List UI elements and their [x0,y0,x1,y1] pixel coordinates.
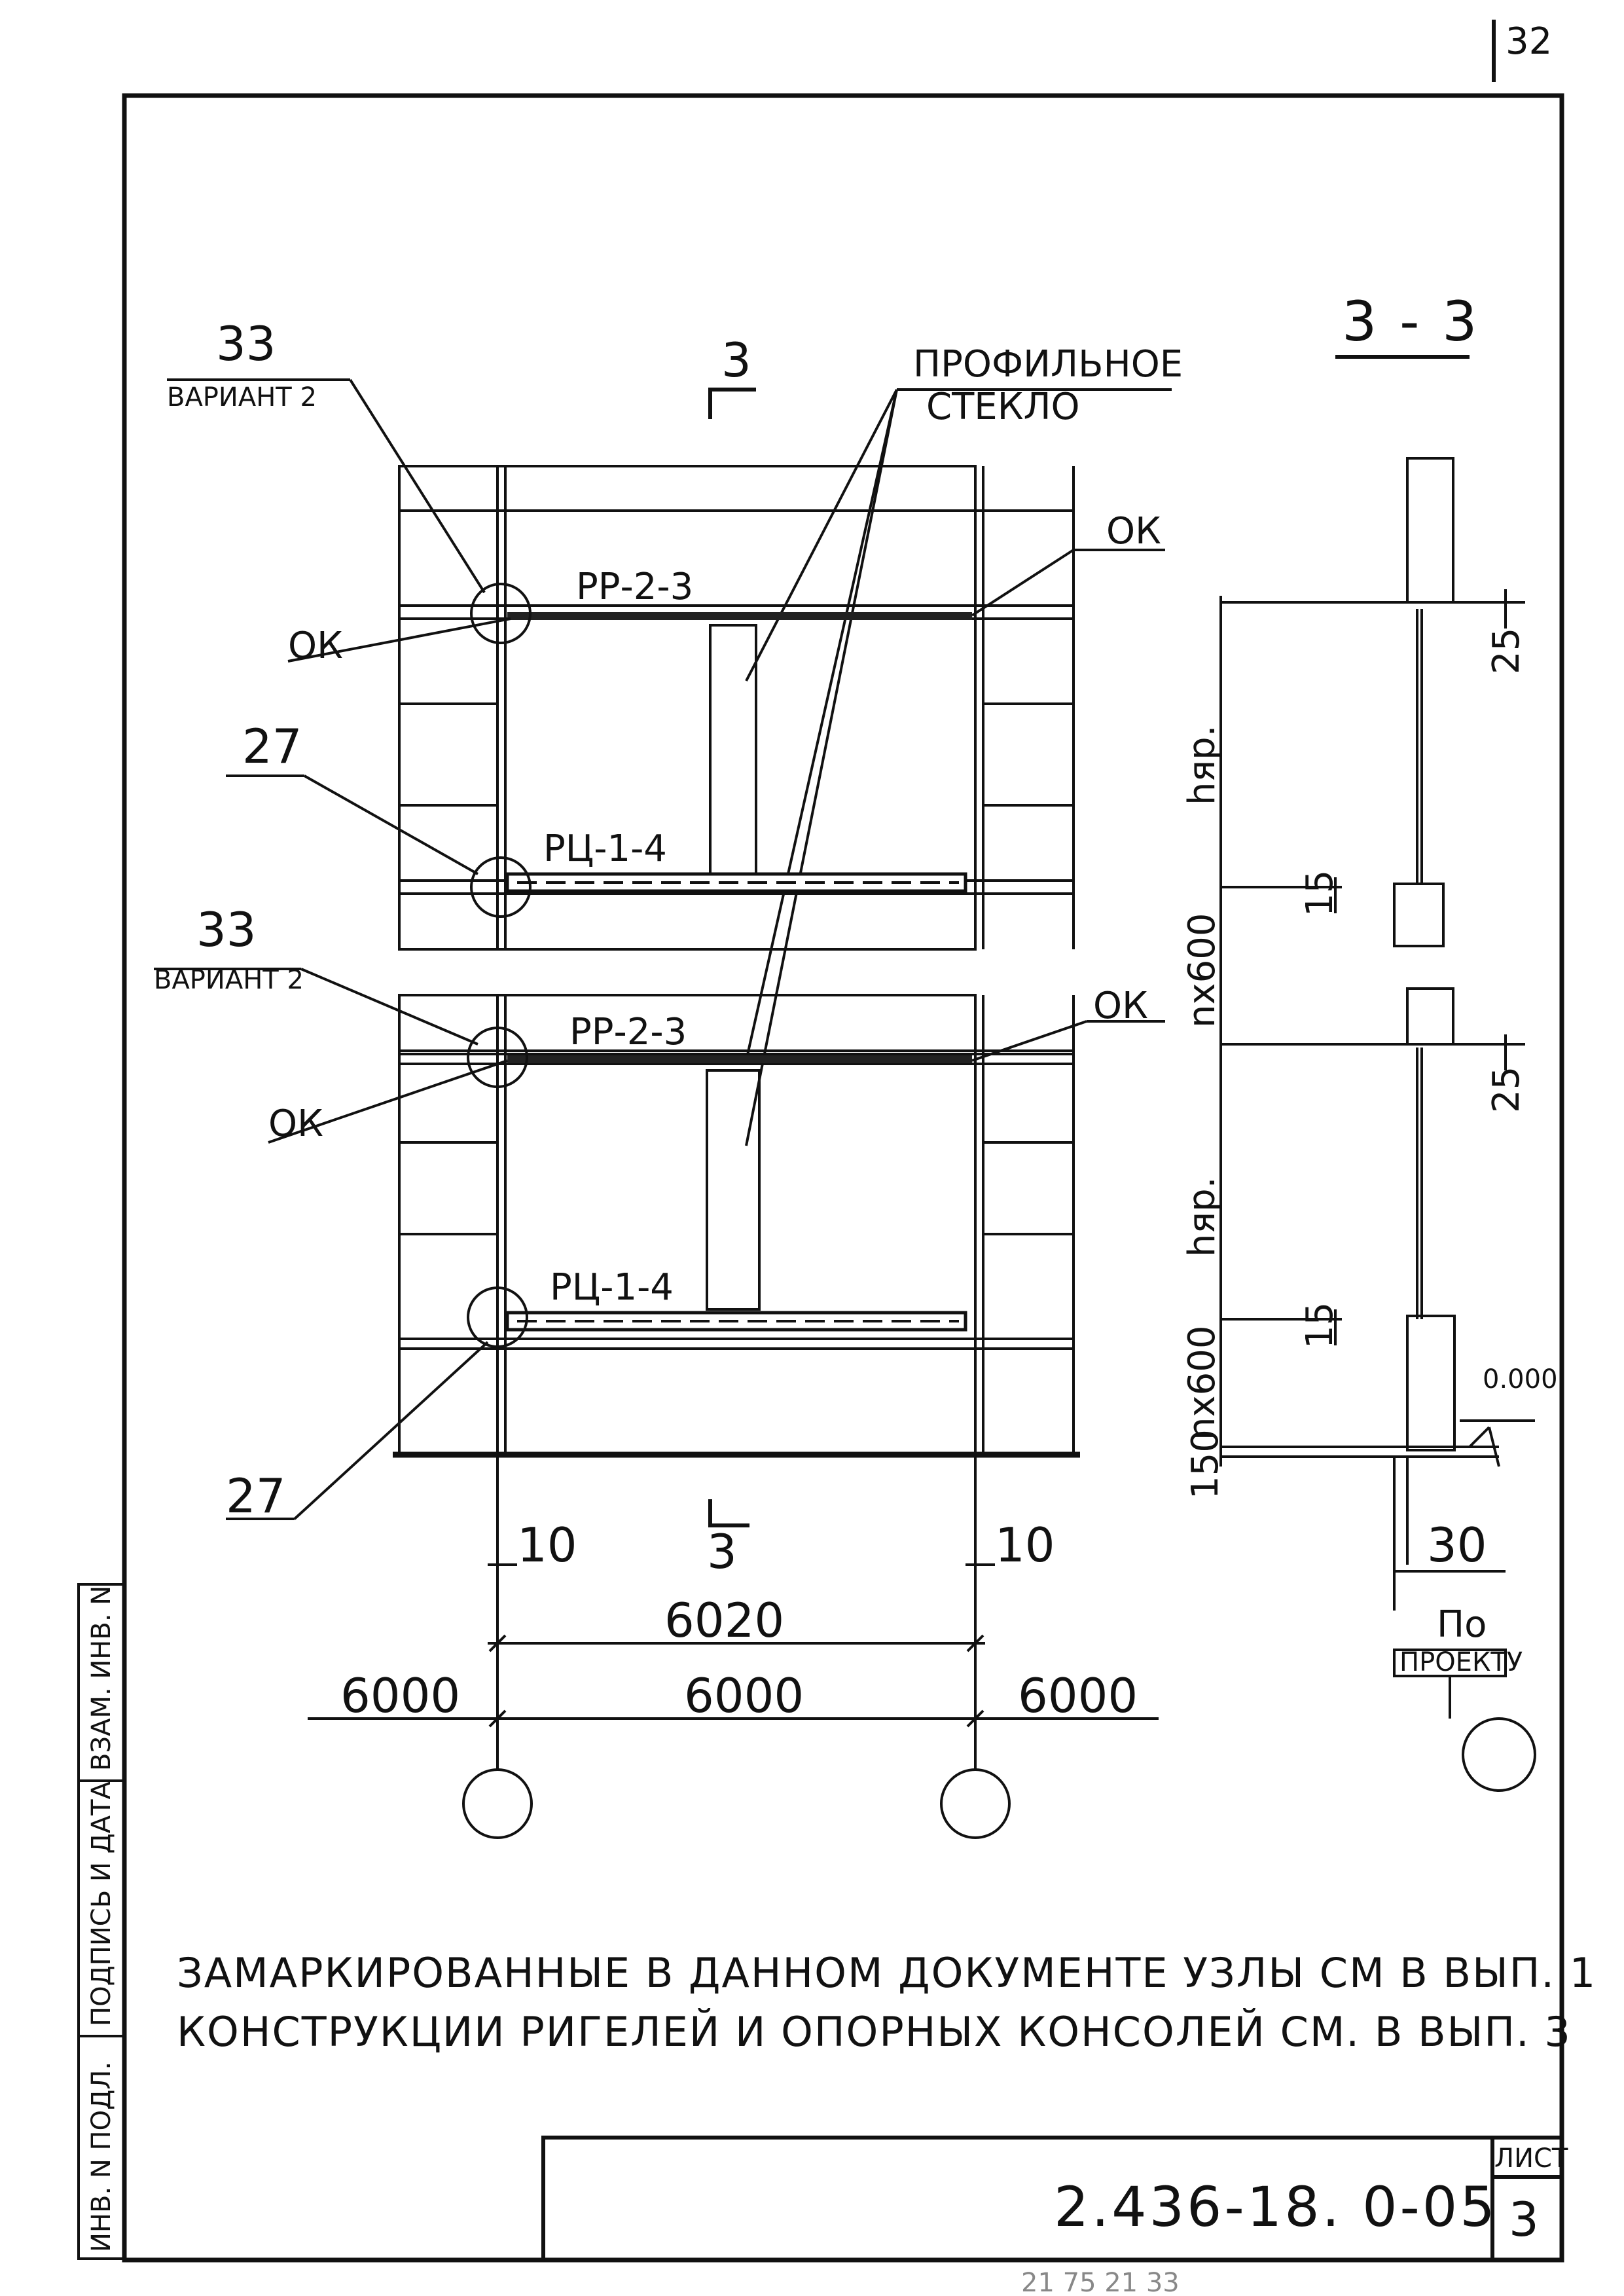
beam-label-4: РЦ-1-4 [550,1266,674,1309]
dim-axis-right: 6000 [1018,1668,1138,1723]
glass-label-line2: СТЕКЛО [926,386,1080,428]
callout-1-number: 33 [216,316,276,371]
dim-axis-left: 6000 [340,1668,460,1723]
section-3-3 [1219,457,1536,1792]
section-mark-bottom: 3 [707,1499,749,1579]
stamp-sign-date: ПОДПИСЬ И ДАТА [86,1781,117,2026]
wall-panel-lower [398,994,1075,1455]
section-n600-lower: nх600 [1181,1325,1223,1440]
section-elevation-mark: 0.000 [1483,1364,1558,1394]
section-by-project-bottom: ПРОЕКТУ [1399,1647,1523,1677]
dim-gap-right: 10 [995,1518,1055,1573]
section-dim-30: 30 [1427,1518,1487,1573]
stamp-replace-inv: ВЗАМ. ИНВ. N [86,1586,117,1771]
glass-label-line1: ПРОФИЛЬНОЕ [913,343,1183,386]
ok-label-4: ОК [268,1102,323,1145]
title-block [541,2136,1564,2262]
svg-text:3: 3 [721,333,751,388]
beams [505,612,972,1332]
section-dim-150: 150 [1184,1429,1227,1499]
sheet-label: ЛИСТ [1494,2143,1568,2174]
callout-3-sub: ВАРИАНТ 2 [154,965,304,995]
bottom-fragment: 21 75 21 33 [1021,2268,1180,2296]
ok-label-3: ОК [1093,985,1148,1027]
elevation-dimensions [308,1457,1159,1839]
ok-label-2: ОК [1106,510,1161,553]
section-dim-15-upper: 15 [1299,870,1341,917]
section-by-project-top: По [1437,1603,1487,1646]
page-number: 32 [1506,20,1552,63]
dim-axis-middle: 6000 [684,1668,804,1723]
callout-1-sub: ВАРИАНТ 2 [167,382,317,412]
callout-2-number: 27 [242,719,302,774]
document-code: 2.436-18. 0-05 [1054,2175,1498,2239]
section-mark-top: 3 [708,333,756,419]
sheet-number: 3 [1509,2192,1539,2247]
glass-leader-1 [745,389,898,682]
beam-label-1: РР-2-3 [576,566,693,608]
side-stamp: ВЗАМ. ИНВ. N ПОДПИСЬ И ДАТА ИНВ. N ПОДЛ. [77,1583,126,2260]
dim-span: 6020 [664,1593,784,1648]
callout-4-number: 27 [226,1468,286,1523]
section-h-lower: hяр. [1181,1176,1223,1257]
node-callouts [154,378,1165,1520]
section-n600-upper: nх600 [1181,913,1223,1028]
section-dim-25-lower: 25 [1485,1066,1528,1113]
section-dim-25-upper: 25 [1485,628,1528,674]
section-h-upper: hяр. [1181,725,1223,805]
beam-label-2: РЦ-1-4 [543,828,667,870]
beam-label-3: РР-2-3 [569,1011,687,1053]
section-title: 3 - 3 [1342,289,1480,354]
dim-gap-left: 10 [517,1518,577,1573]
note-line-2: КОНСТРУКЦИИ РИГЕЛЕЙ И ОПОРНЫХ КОНСОЛЕЙ С… [177,2008,1572,2056]
ok-label-1: ОК [288,625,343,667]
stamp-inv-no: ИНВ. N ПОДЛ. [86,2062,117,2252]
section-dim-15-lower: 15 [1299,1302,1341,1349]
note-line-1: ЗАМАРКИРОВАННЫЕ В ДАННОМ ДОКУМЕНТЕ УЗЛЫ … [177,1949,1597,1997]
glass-leader-3 [745,389,898,1146]
callout-3-number: 33 [196,902,257,957]
svg-text:3: 3 [707,1524,737,1579]
